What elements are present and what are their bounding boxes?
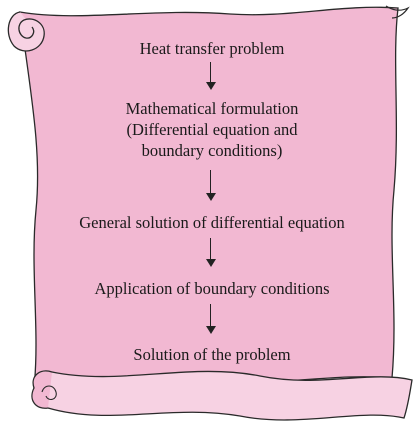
step-mathematical-formulation: Mathematical formulation <box>24 98 400 119</box>
arrow-head <box>206 82 216 90</box>
step-formulation-detail-line2: boundary conditions) <box>24 140 400 161</box>
arrow-shaft <box>210 238 211 261</box>
step-formulation-detail-line1: (Differential equation and <box>24 119 400 140</box>
arrow-head <box>206 193 216 201</box>
step-general-solution: General solution of differential equatio… <box>24 212 400 233</box>
arrow-shaft <box>210 62 211 84</box>
arrow-head <box>206 326 216 334</box>
step-application-of-boundary-conditions: Application of boundary conditions <box>24 278 400 299</box>
arrow-shaft <box>210 170 211 195</box>
bottom-roll-strip <box>48 371 412 420</box>
arrow-head <box>206 259 216 267</box>
arrow-shaft <box>210 304 211 328</box>
arrow-down-4 <box>206 304 216 334</box>
step-heat-transfer-problem: Heat transfer problem <box>24 38 400 59</box>
arrow-down-3 <box>206 238 216 267</box>
arrow-down-1 <box>206 62 216 90</box>
step-solution-of-the-problem: Solution of the problem <box>24 344 400 365</box>
arrow-down-2 <box>206 170 216 201</box>
